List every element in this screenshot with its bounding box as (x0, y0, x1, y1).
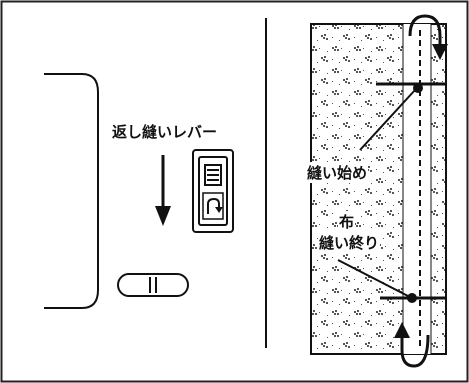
sew-end-label: 縫い終り (318, 232, 381, 253)
bottom-reverse-arrow-icon (394, 322, 430, 368)
end-point (407, 293, 417, 303)
reverse-lever-label: 返し縫いレバー (112, 123, 218, 141)
reverse-stitch-lever-icon[interactable] (192, 149, 234, 233)
seam-channel (403, 24, 431, 354)
down-arrow-icon (155, 155, 171, 226)
leader-sew-start (359, 89, 416, 151)
oval-button-icon[interactable] (117, 273, 189, 297)
fabric-label: 布 (338, 211, 356, 232)
top-reverse-arrow-icon (408, 14, 448, 60)
leader-sew-end (337, 259, 409, 297)
sew-start-label: 縫い始め (306, 162, 369, 183)
machine-outline (44, 73, 99, 309)
